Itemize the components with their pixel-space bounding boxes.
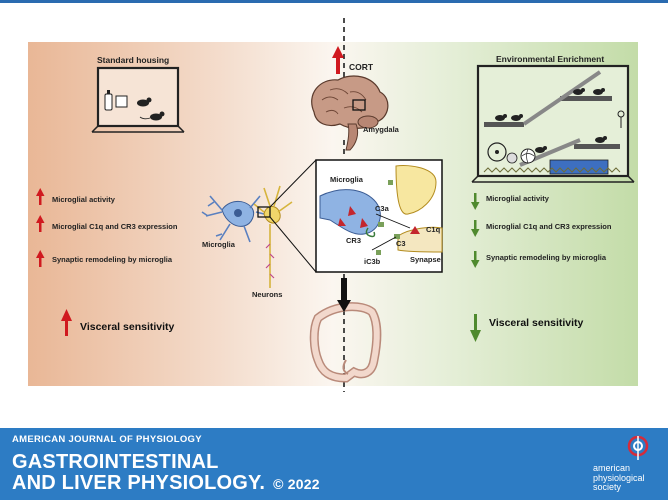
brain-illustration (311, 75, 389, 151)
right-panel-title: Environmental Enrichment (496, 54, 605, 64)
graphical-abstract (28, 18, 638, 392)
standard-housing-cage (91, 66, 185, 133)
neuron-cell (253, 185, 293, 288)
left-effect-2: Microglial C1q and CR3 expression (52, 222, 178, 231)
inset-box (315, 159, 443, 273)
society-name: american physiological society (593, 463, 645, 493)
top-rule (0, 0, 668, 3)
inset-ic3b-label: iC3b (364, 257, 381, 266)
amygdala-marker (352, 99, 366, 111)
society-line2: physiological (593, 472, 645, 483)
inset-c3-label: C3 (396, 239, 406, 248)
left-effect-3: Synaptic remodeling by microglia (52, 255, 173, 264)
inset-c1q-label: C1q (426, 225, 441, 234)
left-visceral-sensitivity: Visceral sensitivity (80, 321, 175, 333)
aps-logo-icon (627, 435, 649, 460)
zoom-marker (257, 206, 271, 218)
enrichment-cage (471, 64, 635, 183)
society-line1: american (593, 463, 631, 473)
inset-c3a-label: C3a (375, 204, 389, 213)
society-line3: society (593, 482, 622, 492)
journal-name: AMERICAN JOURNAL OF PHYSIOLOGY (12, 434, 202, 445)
colon-illustration (309, 302, 382, 383)
microglia-label: Microglia (202, 240, 235, 249)
right-down-arrows (470, 193, 481, 342)
journal-title-line1: GASTROINTESTINAL (12, 451, 219, 473)
inset-synapse-label: Synapse (410, 255, 441, 264)
microglia-cell (201, 195, 265, 243)
journal-title: GASTROINTESTINAL AND LIVER PHYSIOLOGY.© … (12, 452, 320, 495)
neurons-label: Neurons (252, 290, 283, 299)
right-effect-3: Synaptic remodeling by microglia (486, 253, 607, 262)
journal-footer (0, 428, 668, 500)
journal-title-line2: AND LIVER PHYSIOLOGY.© 2022 (12, 472, 320, 494)
right-effect-2: Microglial C1q and CR3 expression (486, 222, 612, 231)
inset-cr3-label: CR3 (346, 236, 362, 245)
right-effect-1: Microglial activity (486, 194, 549, 203)
brain-to-gut-arrow (337, 278, 351, 312)
right-visceral-sensitivity: Visceral sensitivity (489, 317, 584, 329)
left-up-arrows (36, 188, 72, 336)
amygdala-label: Amygdala (363, 125, 399, 134)
left-effect-1: Microglial activity (52, 195, 115, 204)
cort-up-arrow (332, 46, 344, 74)
copyright: © 2022 (273, 476, 320, 492)
inset-microglia-label: Microglia (330, 175, 363, 184)
left-panel-title: Standard housing (97, 55, 170, 65)
cort-label: CORT (349, 62, 374, 72)
